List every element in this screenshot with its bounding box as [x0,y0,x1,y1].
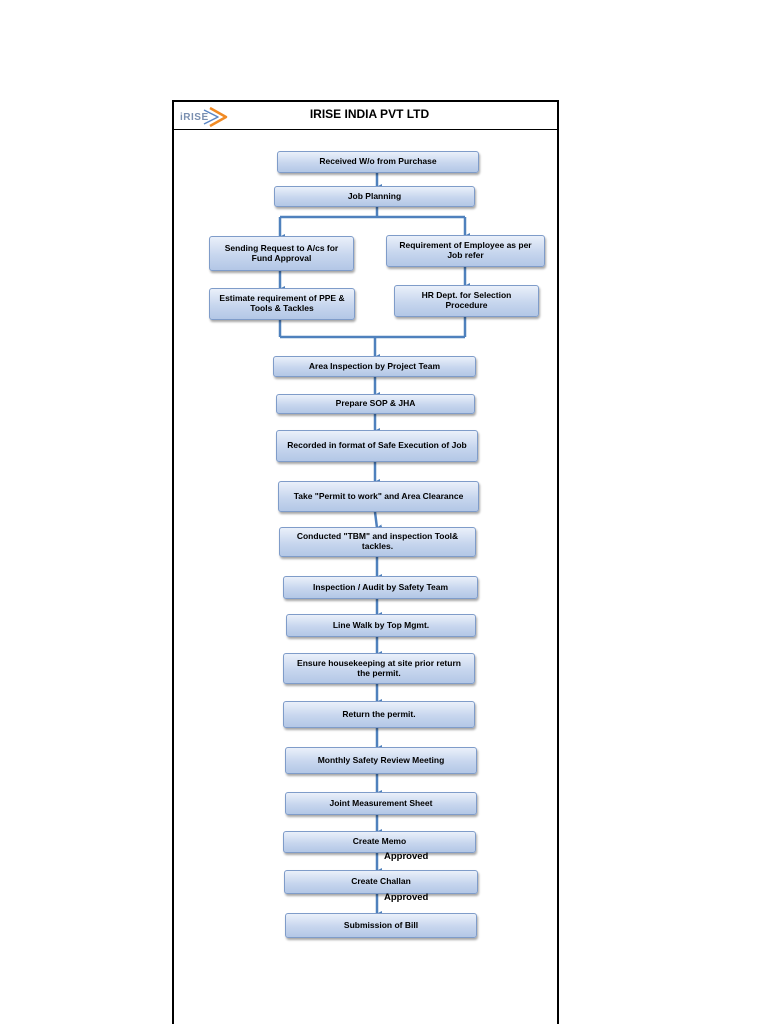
step-sending-request: Sending Request to A/cs for Fund Approva… [209,236,354,271]
header: iRISE IRISE INDIA PVT LTD [172,100,559,130]
step-submission-bill: Submission of Bill [285,913,477,938]
approved-label: Approved [384,851,429,862]
step-monthly-review: Monthly Safety Review Meeting [285,747,477,774]
step-line-walk: Line Walk by Top Mgmt. [286,614,476,637]
step-received-wo: Received W/o from Purchase [277,151,479,173]
step-requirement-employee: Requirement of Employee as per Job refer [386,235,545,267]
step-inspection-audit: Inspection / Audit by Safety Team [283,576,478,599]
step-take-permit: Take "Permit to work" and Area Clearance [278,481,479,512]
step-conducted-tbm: Conducted "TBM" and inspection Tool& tac… [279,527,476,557]
step-prepare-sop: Prepare SOP & JHA [276,394,475,414]
step-recorded-format: Recorded in format of Safe Execution of … [276,430,478,462]
step-create-challan: Create Challan [284,870,478,894]
logo-swoosh-icon [203,106,228,128]
irise-logo: iRISE [178,106,238,128]
step-create-memo: Create Memo [283,831,476,853]
step-hr-dept: HR Dept. for Selection Procedure [394,285,539,317]
step-return-permit: Return the permit. [283,701,475,728]
step-estimate-requirement: Estimate requirement of PPE & Tools & Ta… [209,288,355,320]
page-frame [172,100,559,1024]
step-area-inspection: Area Inspection by Project Team [273,356,476,377]
step-ensure-housekeeping: Ensure housekeeping at site prior return… [283,653,475,684]
step-joint-measurement: Joint Measurement Sheet [285,792,477,815]
logo-text: iRISE [180,112,209,123]
approved-label: Approved [384,892,429,903]
step-job-planning: Job Planning [274,186,475,207]
company-title: IRISE INDIA PVT LTD [309,107,430,121]
